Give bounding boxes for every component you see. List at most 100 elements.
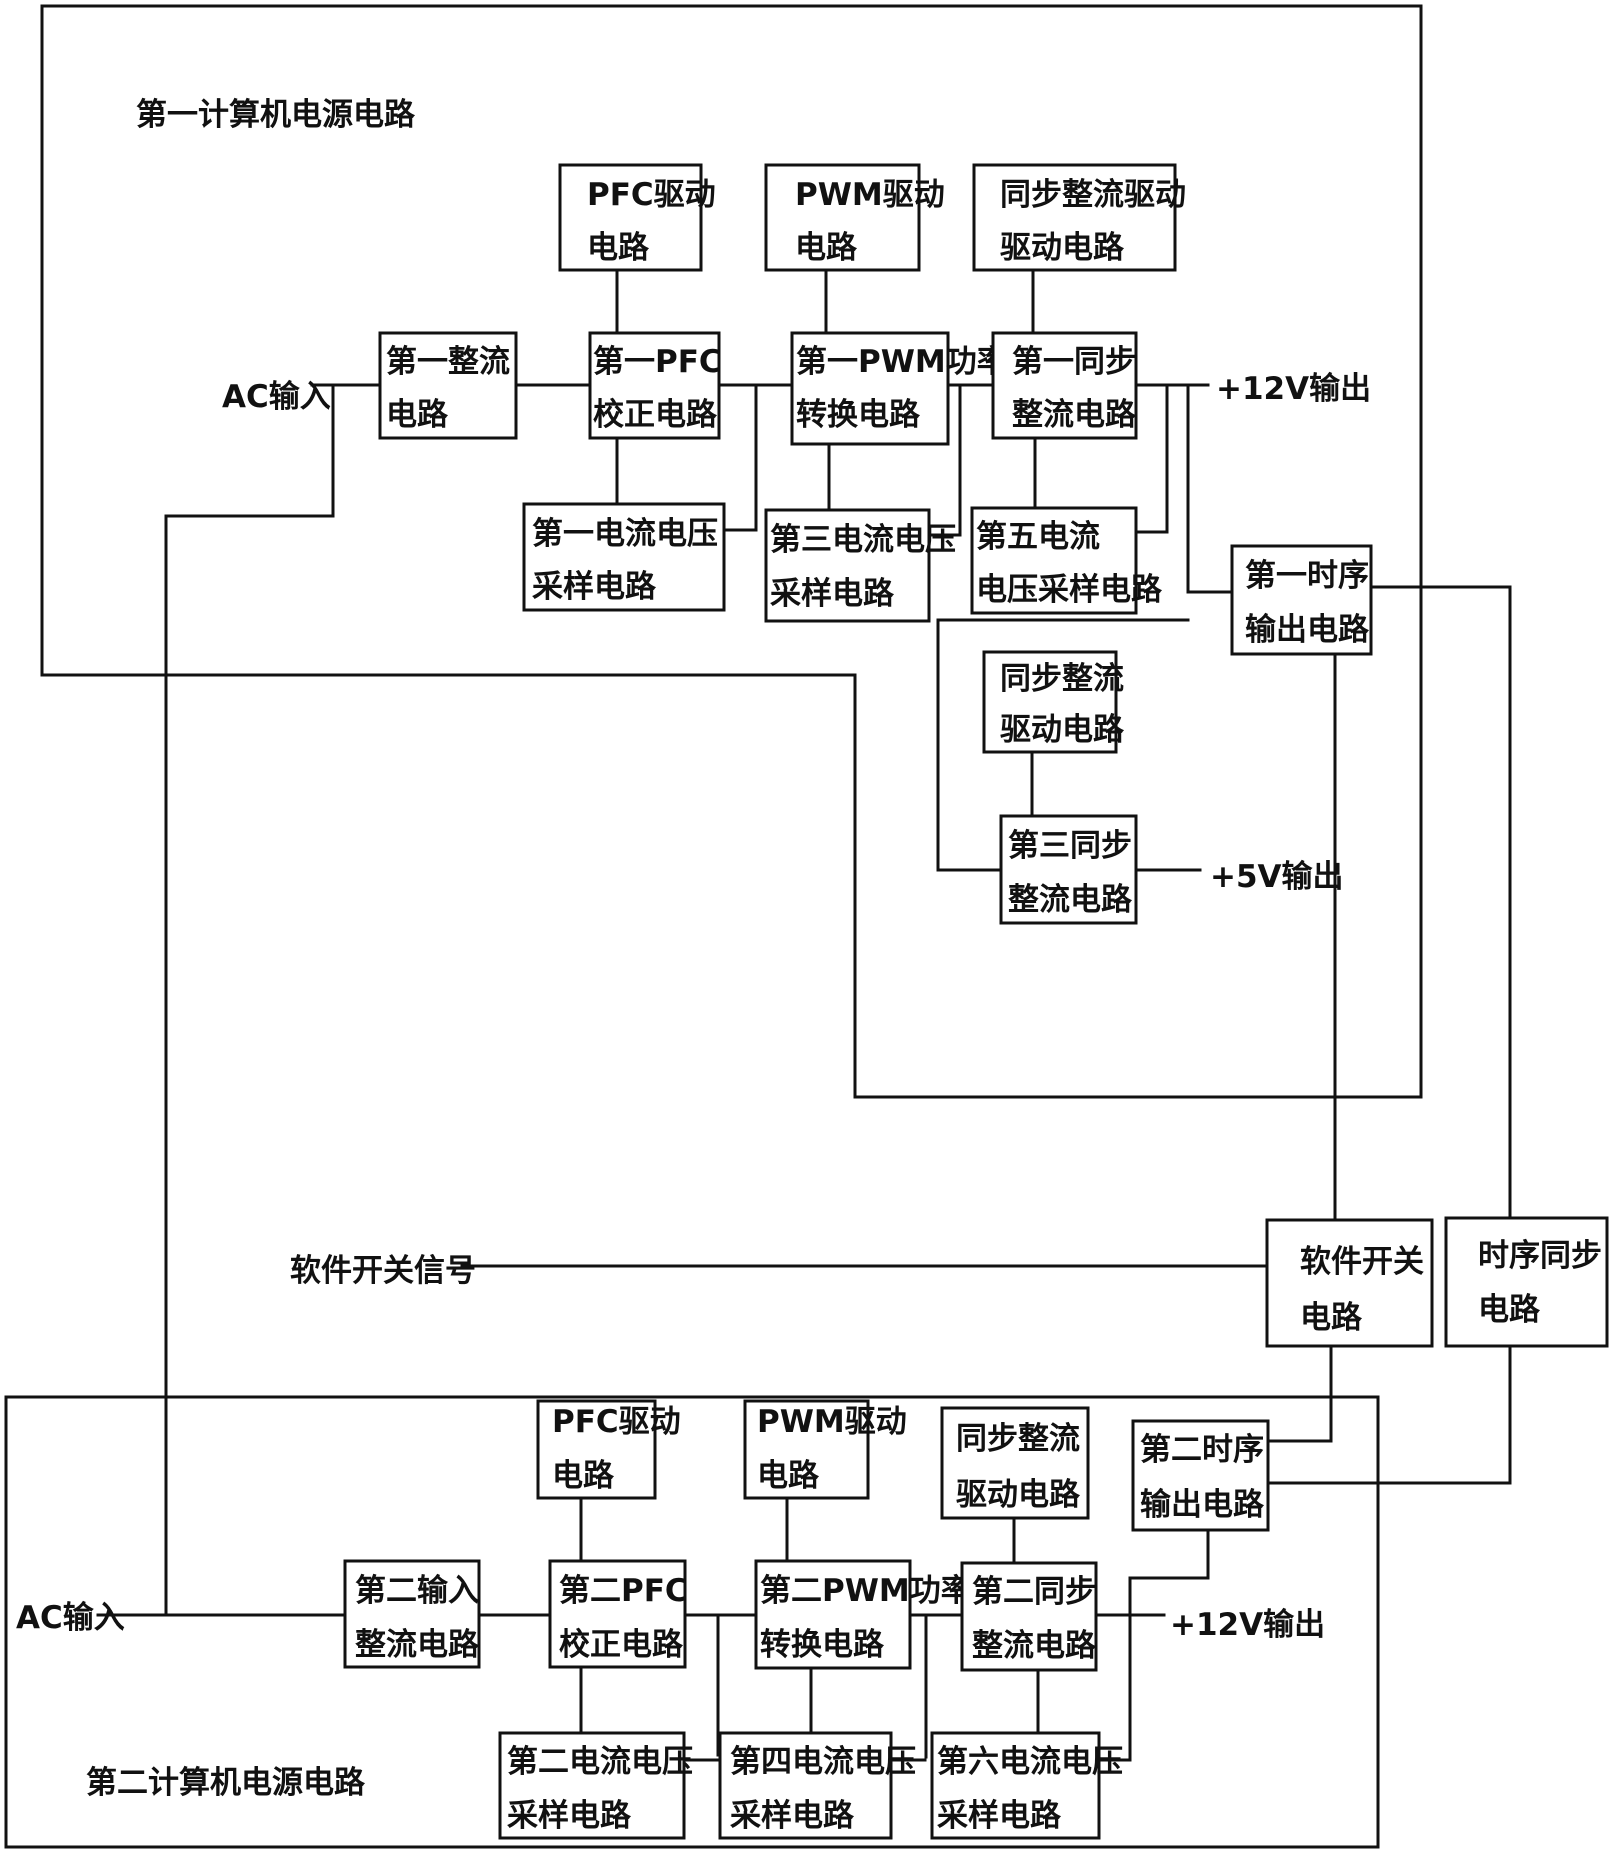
block-line: 校正电路	[559, 1627, 684, 1663]
block-line: 转换电路	[796, 397, 921, 433]
block-line: 第一同步	[1012, 344, 1136, 380]
block-line: 第一时序	[1245, 558, 1369, 594]
second-power-frame	[4, 1395, 1380, 1849]
block-line: 时序同步	[1478, 1238, 1602, 1274]
wire-out-to-timing1	[1186, 383, 1234, 594]
second-circuit-wires	[96, 1264, 1512, 1762]
sync-rect-block-1: 第一同步 整流电路	[991, 331, 1138, 440]
block-line: 电路	[1478, 1292, 1541, 1328]
sync-rect-drive-block-1: 同步整流驱动 驱动电路	[972, 163, 1186, 272]
block-line: 第一整流	[386, 344, 510, 380]
block-line: PFC驱动	[552, 1404, 681, 1440]
sample-block-2: 第二电流电压 采样电路	[498, 1731, 693, 1840]
block-line: 电路	[587, 230, 650, 266]
block-line: PWM驱动	[757, 1404, 907, 1440]
block-line: 电路	[757, 1458, 820, 1494]
pfc-block-2: 第二PFC 校正电路	[548, 1559, 688, 1669]
block-line: 第二同步	[972, 1574, 1096, 1610]
block-line: 输出电路	[1140, 1487, 1265, 1523]
soft-switch-signal-label: 软件开关信号	[290, 1253, 476, 1289]
block-line: 整流电路	[1012, 397, 1137, 433]
block-line: 同步整流	[956, 1421, 1080, 1457]
block-line: 第四电流电压	[730, 1744, 916, 1780]
timing-output-block-2: 第二时序 输出电路	[1131, 1419, 1270, 1532]
block-line: 同步整流	[1000, 661, 1124, 697]
sample-block-1: 第一电流电压 采样电路	[522, 502, 726, 612]
block-line: 驱动电路	[956, 1477, 1081, 1513]
block-line: 电压采样电路	[976, 572, 1163, 608]
output-12v-label-1: +12V输出	[1216, 371, 1371, 407]
block-line: 采样电路	[507, 1798, 632, 1834]
block-line: 校正电路	[593, 397, 718, 433]
block-line: 输出电路	[1245, 612, 1370, 648]
sync-rect-drive-block-5v: 同步整流 驱动电路	[982, 650, 1125, 754]
timing-sync-block: 时序同步 电路	[1444, 1216, 1609, 1348]
sync-rect-drive-block-2: 同步整流 驱动电路	[940, 1406, 1090, 1520]
block-line: 采样电路	[770, 576, 895, 612]
timing-output-block-1: 第一时序 输出电路	[1230, 544, 1373, 656]
pwm-power-block-1: 第一PWM功率 转换电路	[790, 331, 1008, 446]
block-line: 软件开关	[1300, 1244, 1424, 1280]
sample-block-3: 第三电流电压 采样电路	[764, 508, 956, 623]
block-line: 整流电路	[972, 1628, 1097, 1664]
wire-timing2-to-out	[1097, 1528, 1210, 1762]
block-line: 电路	[552, 1458, 615, 1494]
first-power-frame	[40, 4, 1423, 1099]
sample-block-4: 第四电流电压 采样电路	[718, 1731, 916, 1840]
second-group-label: 第二计算机电源电路	[86, 1765, 366, 1801]
pfc-drive-block-2: PFC驱动 电路	[536, 1399, 681, 1500]
block-line: 第二PFC	[559, 1573, 688, 1609]
wire-sample1-feedback	[722, 383, 758, 532]
wire-sync-to-timing2	[1266, 1344, 1512, 1485]
block-line: 采样电路	[937, 1798, 1062, 1834]
wire-sample3-feedback	[927, 383, 962, 537]
rectifier-block-2: 第二输入 整流电路	[343, 1559, 481, 1669]
block-line: 第二电流电压	[507, 1744, 693, 1780]
block-line: 整流电路	[1008, 882, 1133, 918]
wire-switch-to-timing2	[1266, 1344, 1333, 1443]
wire-branch-to-5v	[936, 618, 1190, 872]
block-line: PWM驱动	[795, 177, 945, 213]
block-line: PFC驱动	[587, 177, 716, 213]
sync-rect-block-2: 第二同步 整流电路	[960, 1561, 1098, 1672]
sync-rect-block-3: 第三同步 整流电路	[999, 814, 1138, 925]
block-line: 电路	[386, 397, 449, 433]
sample-block-5: 第五电流 电压采样电路	[970, 506, 1163, 615]
wire-timing1-to-sync	[1369, 585, 1512, 1220]
pfc-drive-block-1: PFC驱动 电路	[558, 163, 716, 272]
wire-sample5-feedback	[1134, 383, 1169, 534]
wire-ac-tap-1	[164, 383, 335, 518]
block-line: 采样电路	[730, 1798, 855, 1834]
block-line: 电路	[795, 230, 858, 266]
rectifier-block-1: 第一整流 电路	[378, 331, 518, 440]
block-line: 第五电流	[976, 519, 1100, 555]
pwm-drive-block-1: PWM驱动 电路	[764, 163, 945, 272]
block-line: 第一PFC	[593, 344, 722, 380]
block-line: 第二时序	[1140, 1432, 1264, 1468]
ac-in-label-1: AC输入	[222, 379, 331, 415]
output-12v-label-2: +12V输出	[1170, 1607, 1325, 1643]
block-line: 采样电路	[532, 569, 657, 605]
output-5v-label: +5V输出	[1210, 859, 1344, 895]
block-line: 电路	[1300, 1300, 1363, 1336]
block-line: 第三电流电压	[770, 522, 956, 558]
block-line: 整流电路	[355, 1627, 480, 1663]
block-line: 第二输入	[355, 1573, 479, 1609]
first-circuit-wires	[164, 268, 1512, 1617]
block-line: 第二PWM功率	[760, 1573, 972, 1609]
first-group-label: 第一计算机电源电路	[136, 97, 416, 133]
block-line: 第三同步	[1008, 828, 1132, 864]
block-line: 驱动电路	[1000, 230, 1125, 266]
soft-switch-block: 软件开关 电路	[1265, 1218, 1434, 1348]
sample-block-6: 第六电流电压 采样电路	[930, 1731, 1123, 1840]
block-line: 第一PWM功率	[796, 344, 1008, 380]
block-line: 同步整流驱动	[1000, 177, 1186, 213]
pwm-power-block-2: 第二PWM功率 转换电路	[754, 1559, 972, 1670]
block-line: 驱动电路	[1000, 712, 1125, 748]
block-line: 第六电流电压	[937, 1744, 1123, 1780]
block-line: 第一电流电压	[532, 516, 718, 552]
block-line: 转换电路	[760, 1627, 885, 1663]
ac-in-label-2: AC输入	[16, 1600, 125, 1636]
pwm-drive-block-2: PWM驱动 电路	[743, 1399, 907, 1500]
